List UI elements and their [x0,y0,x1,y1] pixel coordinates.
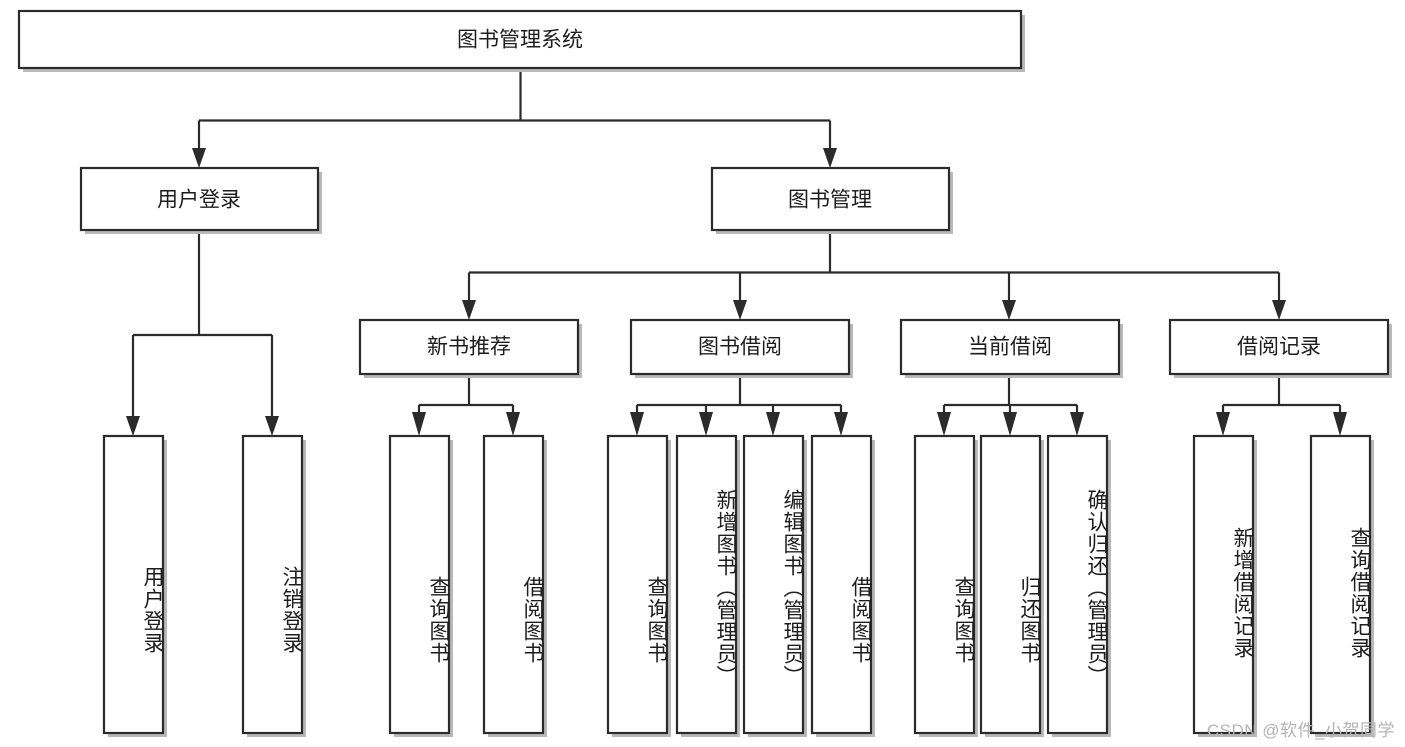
current-borrow-box[interactable] [899,318,1121,376]
leaf-query-borrow-record-box[interactable] [1309,434,1372,735]
edge-group-user-login [126,232,279,436]
arrow-book-management [823,148,837,168]
current-borrow-label: 当前借阅 [968,336,1052,359]
arrow-book-borrow [733,300,747,320]
node-current-borrow[interactable]: 当前借阅 [899,318,1123,378]
node-new-book-recommend[interactable]: 新书推荐 [358,318,582,378]
arrow-leaf-add-book [699,412,713,436]
edge-group-borrow-record [1216,372,1347,436]
arrow-leaf-return-book [1003,412,1017,436]
root-label: 图书管理系统 [457,29,583,52]
leaf-user-logout-box[interactable] [241,434,304,735]
leaf-edit-book-box[interactable] [742,434,805,735]
leaf-confirm-return-box[interactable] [1046,434,1109,735]
leaf-return-book-box[interactable] [979,434,1042,735]
arrow-current-borrow [1002,300,1016,320]
arrow-leaf-query-book-2 [630,412,644,436]
leaf-query-book-3-box[interactable] [913,434,976,735]
user-login-box[interactable] [79,166,320,232]
leaf-add-borrow-record-box[interactable] [1192,434,1255,735]
arrow-leaf-confirm-return [1070,412,1084,436]
edge-group-new-book-recommend [412,372,520,436]
user-login-label: 用户登录 [157,189,241,212]
arrow-borrow-record [1272,300,1286,320]
borrow-record-label: 借阅记录 [1237,336,1321,359]
edge-group-current-borrow [937,372,1084,436]
book-borrow-box[interactable] [629,318,851,376]
node-book-borrow[interactable]: 图书借阅 [629,318,853,378]
leaf-query-book-1-box[interactable] [388,434,451,735]
arrow-leaf-borrow-book-2 [834,412,848,436]
borrow-record-box[interactable] [1168,318,1390,376]
arrow-leaf-query-book-3 [937,412,951,436]
leaf-add-book-box[interactable] [675,434,738,735]
arrow-user-login [192,148,206,168]
arrow-leaf-user-login [126,416,140,436]
book-management-box[interactable] [710,166,951,232]
edge-group-book-borrow [630,372,848,436]
new-book-recommend-label: 新书推荐 [427,336,511,359]
arrow-leaf-user-logout [265,416,279,436]
arrow-leaf-add-borrow-record [1216,412,1230,436]
leaf-query-book-2-box[interactable] [606,434,669,735]
edge-group-book-management [462,232,1286,320]
arrow-leaf-edit-book [766,412,780,436]
leaf-user-login-box[interactable] [102,434,165,735]
arrow-leaf-borrow-book-1 [506,412,520,436]
edge-group-root [192,69,837,168]
book-management-label: 图书管理 [788,189,872,212]
new-book-recommend-box[interactable] [358,318,580,376]
leaf-borrow-book-2-box[interactable] [810,434,873,735]
leaf-borrow-book-1-box[interactable] [482,434,545,735]
arrow-new-book-recommend [462,300,476,320]
arrow-leaf-query-book-1 [412,412,426,436]
csdn-watermark: CSDN @软件_小贺同学 [1206,721,1395,740]
leaf-boxes [102,434,1374,737]
node-root[interactable]: 图书管理系统 [17,9,1025,72]
node-borrow-record[interactable]: 借阅记录 [1168,318,1392,378]
arrow-leaf-query-borrow-record [1333,412,1347,436]
root-box[interactable] [17,9,1023,70]
node-book-management[interactable]: 图书管理 [710,166,953,234]
book-borrow-label: 图书借阅 [698,336,782,359]
node-user-login[interactable]: 用户登录 [79,166,322,234]
